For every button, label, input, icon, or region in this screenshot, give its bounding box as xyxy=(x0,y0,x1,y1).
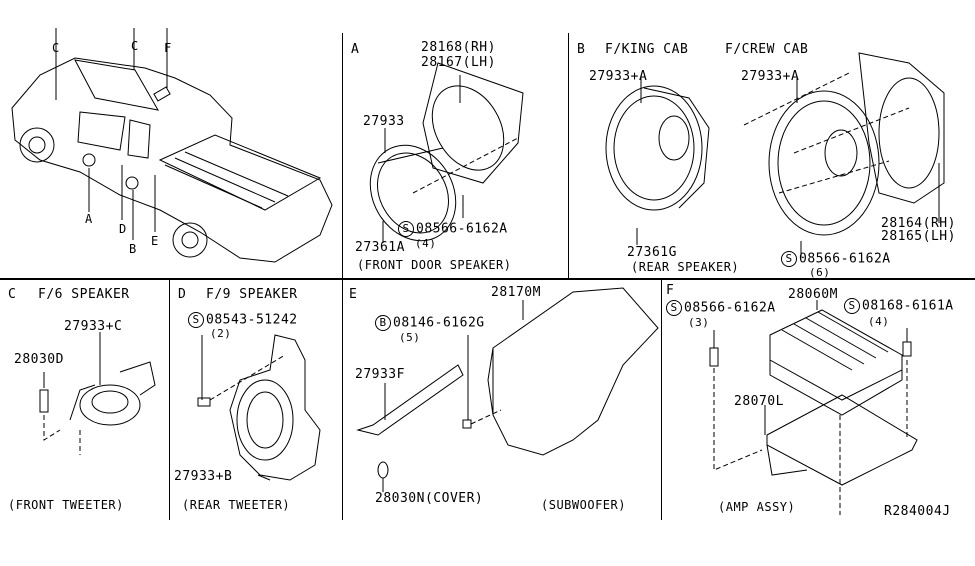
section-title: F/9 SPEAKER xyxy=(206,287,298,302)
part-screw-qty: (2) xyxy=(210,327,232,340)
title-crew-cab: F/CREW CAB xyxy=(725,42,809,57)
part-subwoofer: 28170M xyxy=(491,285,541,300)
divider-v-bot-3 xyxy=(661,280,662,520)
section-caption: (REAR SPEAKER) xyxy=(631,260,740,274)
part-screw1-qty: (3) xyxy=(688,316,710,329)
standard-part-b-icon: B xyxy=(375,315,391,331)
section-letter: F xyxy=(666,283,675,298)
subwoofer-drawing xyxy=(356,287,659,492)
amp-assy-drawing xyxy=(709,300,918,515)
callout-b: B xyxy=(129,242,137,256)
part-speaker-crew: 27933+A xyxy=(741,69,800,84)
callout-e: E xyxy=(151,234,159,248)
diagram-id: R284004J xyxy=(884,504,951,519)
part-speaker: 27933 xyxy=(363,114,405,129)
callout-a: A xyxy=(85,212,93,226)
section-letter: C xyxy=(8,287,17,302)
callout-c-right: C xyxy=(131,39,139,53)
divider-v-top-2 xyxy=(568,33,569,278)
section-caption: (FRONT TWEETER) xyxy=(8,498,124,512)
rear-tweeter-drawing xyxy=(197,334,321,481)
part-number: 08543-51242 xyxy=(206,312,298,328)
section-b-rear-speaker: B F/KING CAB F/CREW CAB 27933+A 27933+A … xyxy=(569,33,975,280)
title-king-cab: F/KING CAB xyxy=(605,42,689,57)
standard-part-s-icon: S xyxy=(781,251,797,267)
standard-part-s-icon: S xyxy=(188,312,204,328)
part-screw-qty: (6) xyxy=(809,266,831,279)
callout-d: D xyxy=(119,222,127,236)
section-caption: (REAR TWEETER) xyxy=(182,498,291,512)
divider-h xyxy=(0,278,975,280)
part-baffle-rh: 28168(RH) xyxy=(421,40,496,55)
standard-part-s-icon: S xyxy=(666,300,682,316)
part-speaker-king: 27933+A xyxy=(589,69,648,84)
front-door-speaker-drawing xyxy=(369,62,524,243)
callout-f: F xyxy=(164,41,172,55)
part-screw-qty: (4) xyxy=(415,237,437,250)
section-letter: D xyxy=(178,287,187,302)
part-bracket-rh: 28164(RH) xyxy=(881,216,956,231)
part-bracket: 27933F xyxy=(355,367,405,382)
standard-part-s-icon: S xyxy=(398,221,414,237)
part-screw: 28030D xyxy=(14,352,64,367)
callout-c-left: C xyxy=(52,41,60,55)
section-caption: (AMP ASSY) xyxy=(718,500,796,514)
vehicle-overview-panel: C C F A D B E xyxy=(0,0,342,278)
pickup-truck-illustration xyxy=(11,28,333,263)
part-number: 08566-6162A xyxy=(416,221,508,237)
section-c-front-tweeter: C F/6 SPEAKER 27933+C 28030D (FRONT TWEE… xyxy=(0,280,169,520)
part-number: 08146-6162G xyxy=(393,315,485,331)
standard-part-s-icon: S xyxy=(844,298,860,314)
part-screw2: 27361A xyxy=(355,240,405,255)
part-tweeter: 27933+C xyxy=(64,319,123,334)
part-amp: 28060M xyxy=(788,287,838,302)
part-bolt-qty: (5) xyxy=(399,331,421,344)
part-bracket-lh: 28165(LH) xyxy=(881,229,956,244)
part-screw-king: 27361G xyxy=(627,245,677,260)
part-number: 08168-6161A xyxy=(862,298,954,314)
part-cover: 28030N(COVER) xyxy=(375,491,484,506)
part-number: 08566-6162A xyxy=(799,251,891,267)
front-tweeter-drawing xyxy=(39,332,156,455)
part-number: 08566-6162A xyxy=(684,300,776,316)
section-letter: B xyxy=(577,42,586,57)
section-letter: A xyxy=(351,42,360,57)
divider-v-top-1 xyxy=(342,33,343,278)
section-caption: (SUBWOOFER) xyxy=(541,498,626,512)
part-tweeter: 27933+B xyxy=(174,469,233,484)
part-bracket: 28070L xyxy=(734,394,784,409)
divider-v-bot-2 xyxy=(342,280,343,520)
section-caption: (FRONT DOOR SPEAKER) xyxy=(357,258,512,272)
section-title: F/6 SPEAKER xyxy=(38,287,130,302)
part-baffle-lh: 28167(LH) xyxy=(421,55,496,70)
divider-v-bot-1 xyxy=(169,280,170,520)
section-letter: E xyxy=(349,287,358,302)
rear-speaker-drawing xyxy=(605,52,945,258)
part-screw2-qty: (4) xyxy=(868,315,890,328)
